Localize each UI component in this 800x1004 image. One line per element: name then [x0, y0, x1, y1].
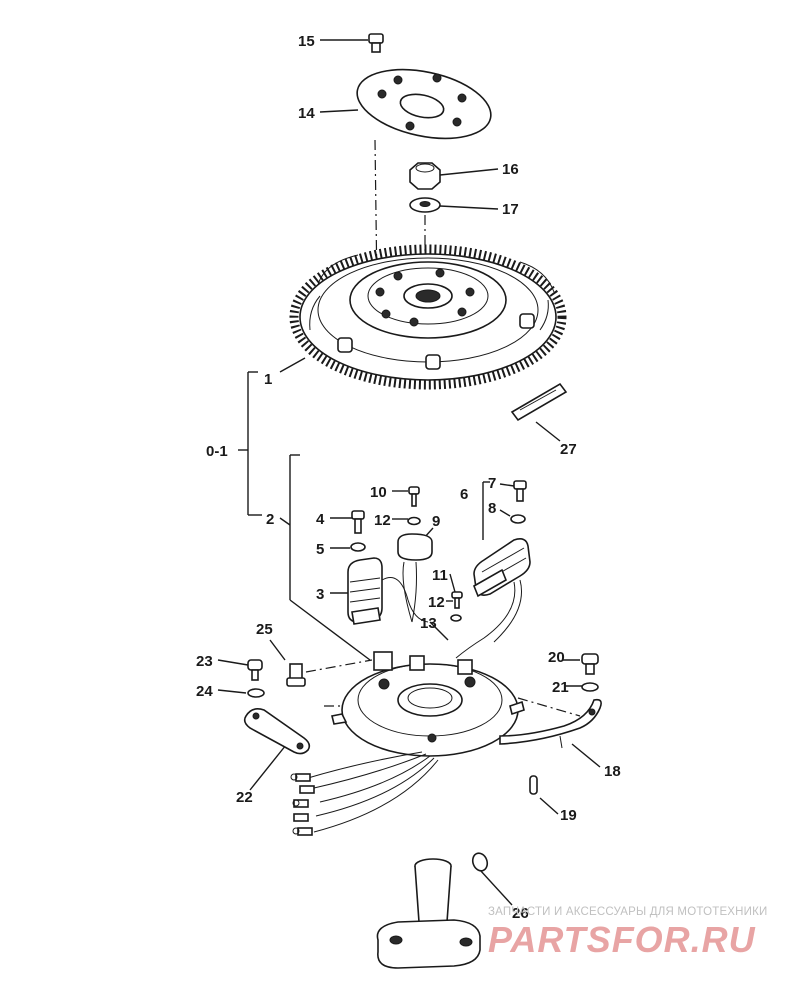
label-2: 2 [266, 511, 274, 528]
part-12-washer-b [450, 614, 462, 622]
leader-lines [217, 39, 601, 906]
label-13: 13 [420, 615, 437, 632]
label-4: 4 [316, 511, 325, 528]
part-12-washer-a [407, 516, 421, 526]
part-25-stud [286, 663, 306, 687]
label-5: 5 [316, 541, 324, 558]
part-23-screw [247, 659, 263, 681]
part-10-screw [408, 486, 420, 507]
label-27: 27 [560, 441, 577, 458]
label-21: 21 [552, 679, 569, 696]
part-9-sensor [397, 533, 433, 623]
label-23: 23 [196, 653, 213, 670]
label-8: 8 [488, 500, 496, 517]
part-27-key [510, 382, 568, 422]
label-24: 24 [196, 683, 213, 700]
label-11: 11 [432, 567, 448, 584]
label-14: 14 [298, 105, 315, 122]
label-16: 16 [502, 161, 519, 178]
label-17: 17 [502, 201, 519, 218]
part-17-washer [409, 197, 441, 213]
part-19-pin [529, 775, 538, 795]
label-18: 18 [604, 763, 621, 780]
part-labels: 15 14 16 17 1 27 0-1 2 10 4 12 9 5 3 6 7… [196, 33, 621, 922]
label-1: 1 [264, 371, 272, 388]
label-25: 25 [256, 621, 273, 638]
label-20: 20 [548, 649, 565, 666]
part-5-washer [350, 542, 366, 552]
label-15: 15 [298, 33, 315, 50]
label-7: 7 [488, 475, 496, 492]
watermark-tagline: ЗАПЧАСТИ И АКСЕССУАРЫ ДЛЯ МОТОТЕХНИКИ [488, 906, 768, 918]
part-4-screw [351, 510, 365, 534]
part-16-nut [409, 162, 441, 190]
part-7-screw [513, 480, 527, 502]
label-6: 6 [460, 486, 468, 503]
label-26: 26 [512, 905, 529, 922]
part-24-washer [247, 688, 265, 698]
wire-harness [290, 751, 439, 836]
label-19: 19 [560, 807, 577, 824]
part-1-flywheel [289, 244, 567, 390]
label-9: 9 [432, 513, 440, 530]
part-3-coil [347, 557, 429, 625]
part-15-screw [368, 33, 384, 53]
part-8-washer [510, 514, 526, 524]
watermark-logo: PARTSFOR.RU [488, 919, 756, 960]
label-22: 22 [236, 789, 253, 806]
part-6-coil [455, 538, 531, 659]
part-11-screw [451, 591, 463, 609]
label-10: 10 [370, 484, 387, 501]
label-0-1: 0-1 [206, 443, 228, 460]
part-21-washer [581, 682, 599, 692]
part-20-screw [581, 653, 599, 675]
part-18-arm [499, 698, 602, 749]
label-12-b: 12 [428, 594, 445, 611]
part-26-shaft [376, 852, 489, 969]
label-3: 3 [316, 586, 324, 603]
part-14-plate [356, 68, 492, 140]
part-2-stator-plate [331, 651, 525, 757]
part-22-link-arm [243, 708, 311, 755]
label-12-a: 12 [374, 512, 391, 529]
